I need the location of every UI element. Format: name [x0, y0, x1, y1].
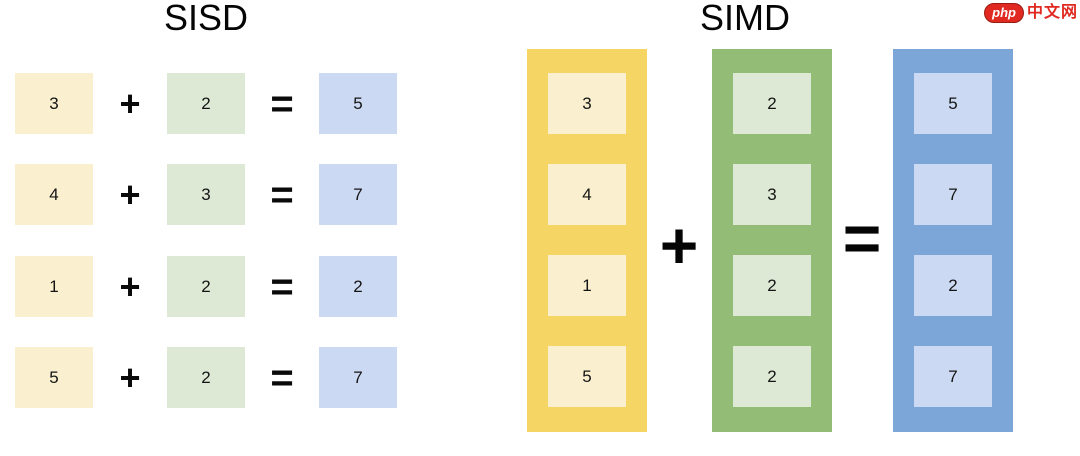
- php-logo-badge: php: [984, 3, 1024, 23]
- plus-sign: +: [119, 356, 141, 398]
- plus-sign: +: [119, 265, 141, 307]
- vector-cell: 7: [914, 346, 992, 407]
- vector-cell: 2: [733, 73, 811, 134]
- sisd-row: 3 + 2 = 5: [15, 73, 397, 134]
- plus-sign: +: [119, 82, 141, 124]
- sisd-row: 4 + 3 = 7: [15, 164, 397, 225]
- operand-b-box: 3: [167, 164, 245, 225]
- result-box: 7: [319, 164, 397, 225]
- simd-vector-a-column: 3 4 1 5: [527, 49, 647, 432]
- sisd-row: 1 + 2 = 2: [15, 256, 397, 317]
- vector-cell: 4: [548, 164, 626, 225]
- vector-cell: 5: [914, 73, 992, 134]
- result-box: 5: [319, 73, 397, 134]
- operand-a-box: 1: [15, 256, 93, 317]
- result-box: 7: [319, 347, 397, 408]
- result-box: 2: [319, 256, 397, 317]
- simd-title: SIMD: [700, 0, 790, 38]
- plus-sign: +: [119, 173, 141, 215]
- php-chinese-site-logo: php 中文网: [984, 3, 1078, 23]
- php-logo-text: 中文网: [1026, 4, 1078, 21]
- operand-b-box: 2: [167, 73, 245, 134]
- equals-sign: =: [270, 264, 294, 309]
- vector-cell: 5: [548, 346, 626, 407]
- vector-cell: 2: [914, 255, 992, 316]
- operand-a-box: 5: [15, 347, 93, 408]
- sisd-row: 5 + 2 = 7: [15, 347, 397, 408]
- simd-vector-b-column: 2 3 2 2: [712, 49, 832, 432]
- equals-sign: =: [270, 172, 294, 217]
- vector-cell: 1: [548, 255, 626, 316]
- equals-sign-large: =: [842, 201, 882, 275]
- operand-b-box: 2: [167, 256, 245, 317]
- sisd-title: SISD: [163, 0, 249, 38]
- vector-cell: 2: [733, 255, 811, 316]
- operand-b-box: 2: [167, 347, 245, 408]
- operand-a-box: 3: [15, 73, 93, 134]
- equals-sign: =: [270, 355, 294, 400]
- vector-cell: 3: [548, 73, 626, 134]
- vector-cell: 3: [733, 164, 811, 225]
- operand-a-box: 4: [15, 164, 93, 225]
- vector-cell: 2: [733, 346, 811, 407]
- simd-vector-c-column: 5 7 2 7: [893, 49, 1013, 432]
- equals-sign: =: [270, 81, 294, 126]
- vector-cell: 7: [914, 164, 992, 225]
- plus-sign-large: +: [659, 208, 699, 282]
